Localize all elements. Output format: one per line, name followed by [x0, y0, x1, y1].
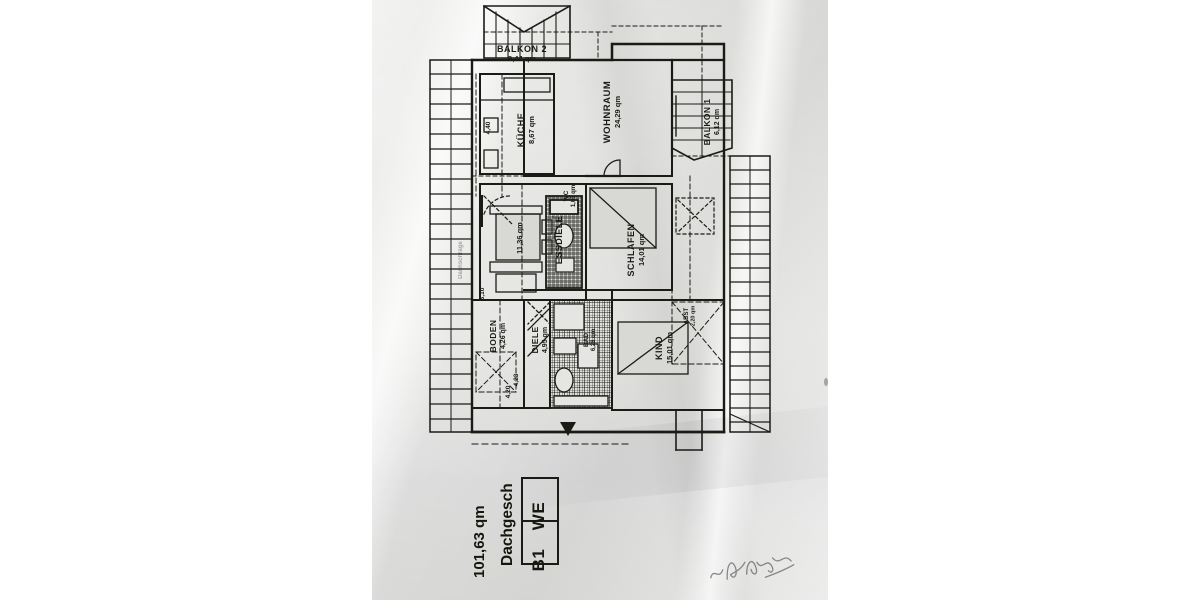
- label-boden: BODEN 4,26 qm: [488, 320, 507, 353]
- balkon2-dashed-grid: [483, 5, 613, 61]
- svg-text:4,20: 4,20: [505, 385, 512, 398]
- svg-text:Dachschräge: Dachschräge: [458, 240, 464, 278]
- dim-boden-low: 4,20: [505, 385, 512, 398]
- diele-door-swings: [527, 301, 551, 357]
- svg-text:6,12 qm: 6,12 qm: [714, 109, 721, 135]
- svg-text:8,67 qm: 8,67 qm: [527, 116, 536, 144]
- label-bad: BAD 6,28 qm: [583, 329, 597, 351]
- boden-dashed: [475, 299, 517, 409]
- title-unit-prefix: WE: [529, 502, 548, 530]
- label-diele: DIELE 4,95 qm: [530, 326, 549, 353]
- schlafen-dashed-slope: [671, 175, 691, 301]
- svg-text:15,01 qm: 15,01 qm: [665, 332, 674, 364]
- svg-text:1,05 qm: 1,05 qm: [571, 185, 577, 207]
- dim-boden-right: 4,23: [513, 373, 520, 386]
- title-level-label: Dachgesch: [499, 483, 516, 566]
- room-wc: [545, 195, 583, 289]
- svg-text:KIND: KIND: [654, 336, 664, 360]
- kind-closet-dashed: [671, 301, 725, 365]
- label-balkon1: BALKON 1 6,12 qm: [702, 99, 721, 146]
- svg-text:4,95 qm: 4,95 qm: [542, 327, 549, 353]
- svg-text:KÜCHE: KÜCHE: [516, 113, 526, 148]
- svg-text:B1: B1: [529, 549, 548, 572]
- svg-text:ESSDIELE: ESSDIELE: [554, 216, 564, 265]
- svg-text:9,44 qm: 9,44 qm: [508, 54, 536, 63]
- label-dachschraege: Dachschräge: [458, 240, 464, 278]
- dimension-guides: [471, 43, 673, 177]
- svg-text:3,10: 3,10: [479, 287, 486, 300]
- svg-text:BODEN: BODEN: [488, 320, 498, 353]
- svg-text:24,29 qm: 24,29 qm: [613, 96, 622, 128]
- kueche-dashed: [475, 73, 503, 197]
- svg-text:BALKON 1: BALKON 1: [702, 99, 712, 146]
- room-balkon2: [482, 4, 572, 59]
- label-kind: KIND 15,01 qm: [654, 332, 674, 364]
- kueche-fittings: [479, 77, 555, 169]
- kind-bed: [617, 321, 689, 375]
- svg-text:4,40: 4,40: [485, 121, 492, 134]
- bad-fixtures: [553, 303, 609, 407]
- svg-text:11,36 qm: 11,36 qm: [515, 222, 524, 254]
- wohnraum-door: [584, 159, 622, 178]
- schlafen-closet-swing: [675, 197, 715, 235]
- svg-text:6,28 qm: 6,28 qm: [591, 329, 597, 351]
- svg-text:2,20 qm: 2,20 qm: [691, 306, 697, 327]
- floor-plan-drawing: BALKON 2 9,44 qm KÜCHE 8,67 qm WOHNRAUM …: [429, 4, 795, 580]
- svg-text:14,01 qm: 14,01 qm: [637, 234, 646, 266]
- scanned-paper-photo: BALKON 2 9,44 qm KÜCHE 8,67 qm WOHNRAUM …: [372, 0, 828, 600]
- wohnraum-window-right: [671, 95, 677, 137]
- roof-slope-left: [429, 59, 473, 433]
- title-block: [521, 477, 559, 565]
- roof-slope-right: [729, 155, 771, 433]
- svg-text:WE: WE: [529, 502, 548, 530]
- label-essdiele: ESSDIELE: [554, 216, 564, 265]
- room-boden: [471, 299, 525, 409]
- label-essdiele-area: 11,36 qm: [515, 222, 524, 254]
- room-kind: [611, 299, 725, 411]
- balkon1-dashed-axis: [611, 25, 733, 157]
- room-kueche: [479, 73, 555, 175]
- svg-text:4,26 qm: 4,26 qm: [500, 323, 507, 349]
- svg-text:WC: WC: [563, 190, 570, 201]
- title-total-area: 101,63 qm: [471, 505, 488, 578]
- schlafen-bed: [589, 187, 657, 249]
- label-balkon2: BALKON 2 9,44 qm: [497, 44, 547, 63]
- label-wc: WC 1,05 qm: [563, 185, 577, 207]
- svg-text:SCHLAFEN: SCHLAFEN: [626, 224, 636, 277]
- label-schlafen: SCHLAFEN 14,01 qm: [626, 224, 646, 277]
- svg-text:BAD: BAD: [583, 333, 590, 347]
- svg-text:ABST: ABST: [684, 308, 690, 325]
- label-kueche: KÜCHE 8,67 qm: [516, 113, 536, 148]
- title-unit-number: B1: [529, 549, 548, 572]
- svg-text:DIELE: DIELE: [530, 326, 540, 353]
- dim-essdiele: 3,10: [479, 287, 486, 300]
- svg-text:WOHNRAUM: WOHNRAUM: [602, 81, 613, 144]
- paper-speck: [824, 378, 828, 386]
- wc-fixtures: [554, 223, 575, 273]
- pencil-signature: [710, 557, 795, 580]
- svg-text:4,23: 4,23: [513, 373, 520, 386]
- svg-text:BALKON 2: BALKON 2: [497, 44, 547, 54]
- svg-text:Dachgesch: Dachgesch: [499, 483, 516, 566]
- svg-text:101,63 qm: 101,63 qm: [471, 505, 488, 578]
- entrance-arrow-icon: [560, 422, 576, 436]
- label-abstell: ABST 2,20 qm: [684, 306, 697, 327]
- label-wohnraum: WOHNRAUM 24,29 qm: [602, 81, 622, 144]
- essdiele-door-swing: [481, 195, 513, 227]
- dim-kueche-left: 4,40: [485, 121, 492, 134]
- kind-terrace-line: [675, 409, 703, 451]
